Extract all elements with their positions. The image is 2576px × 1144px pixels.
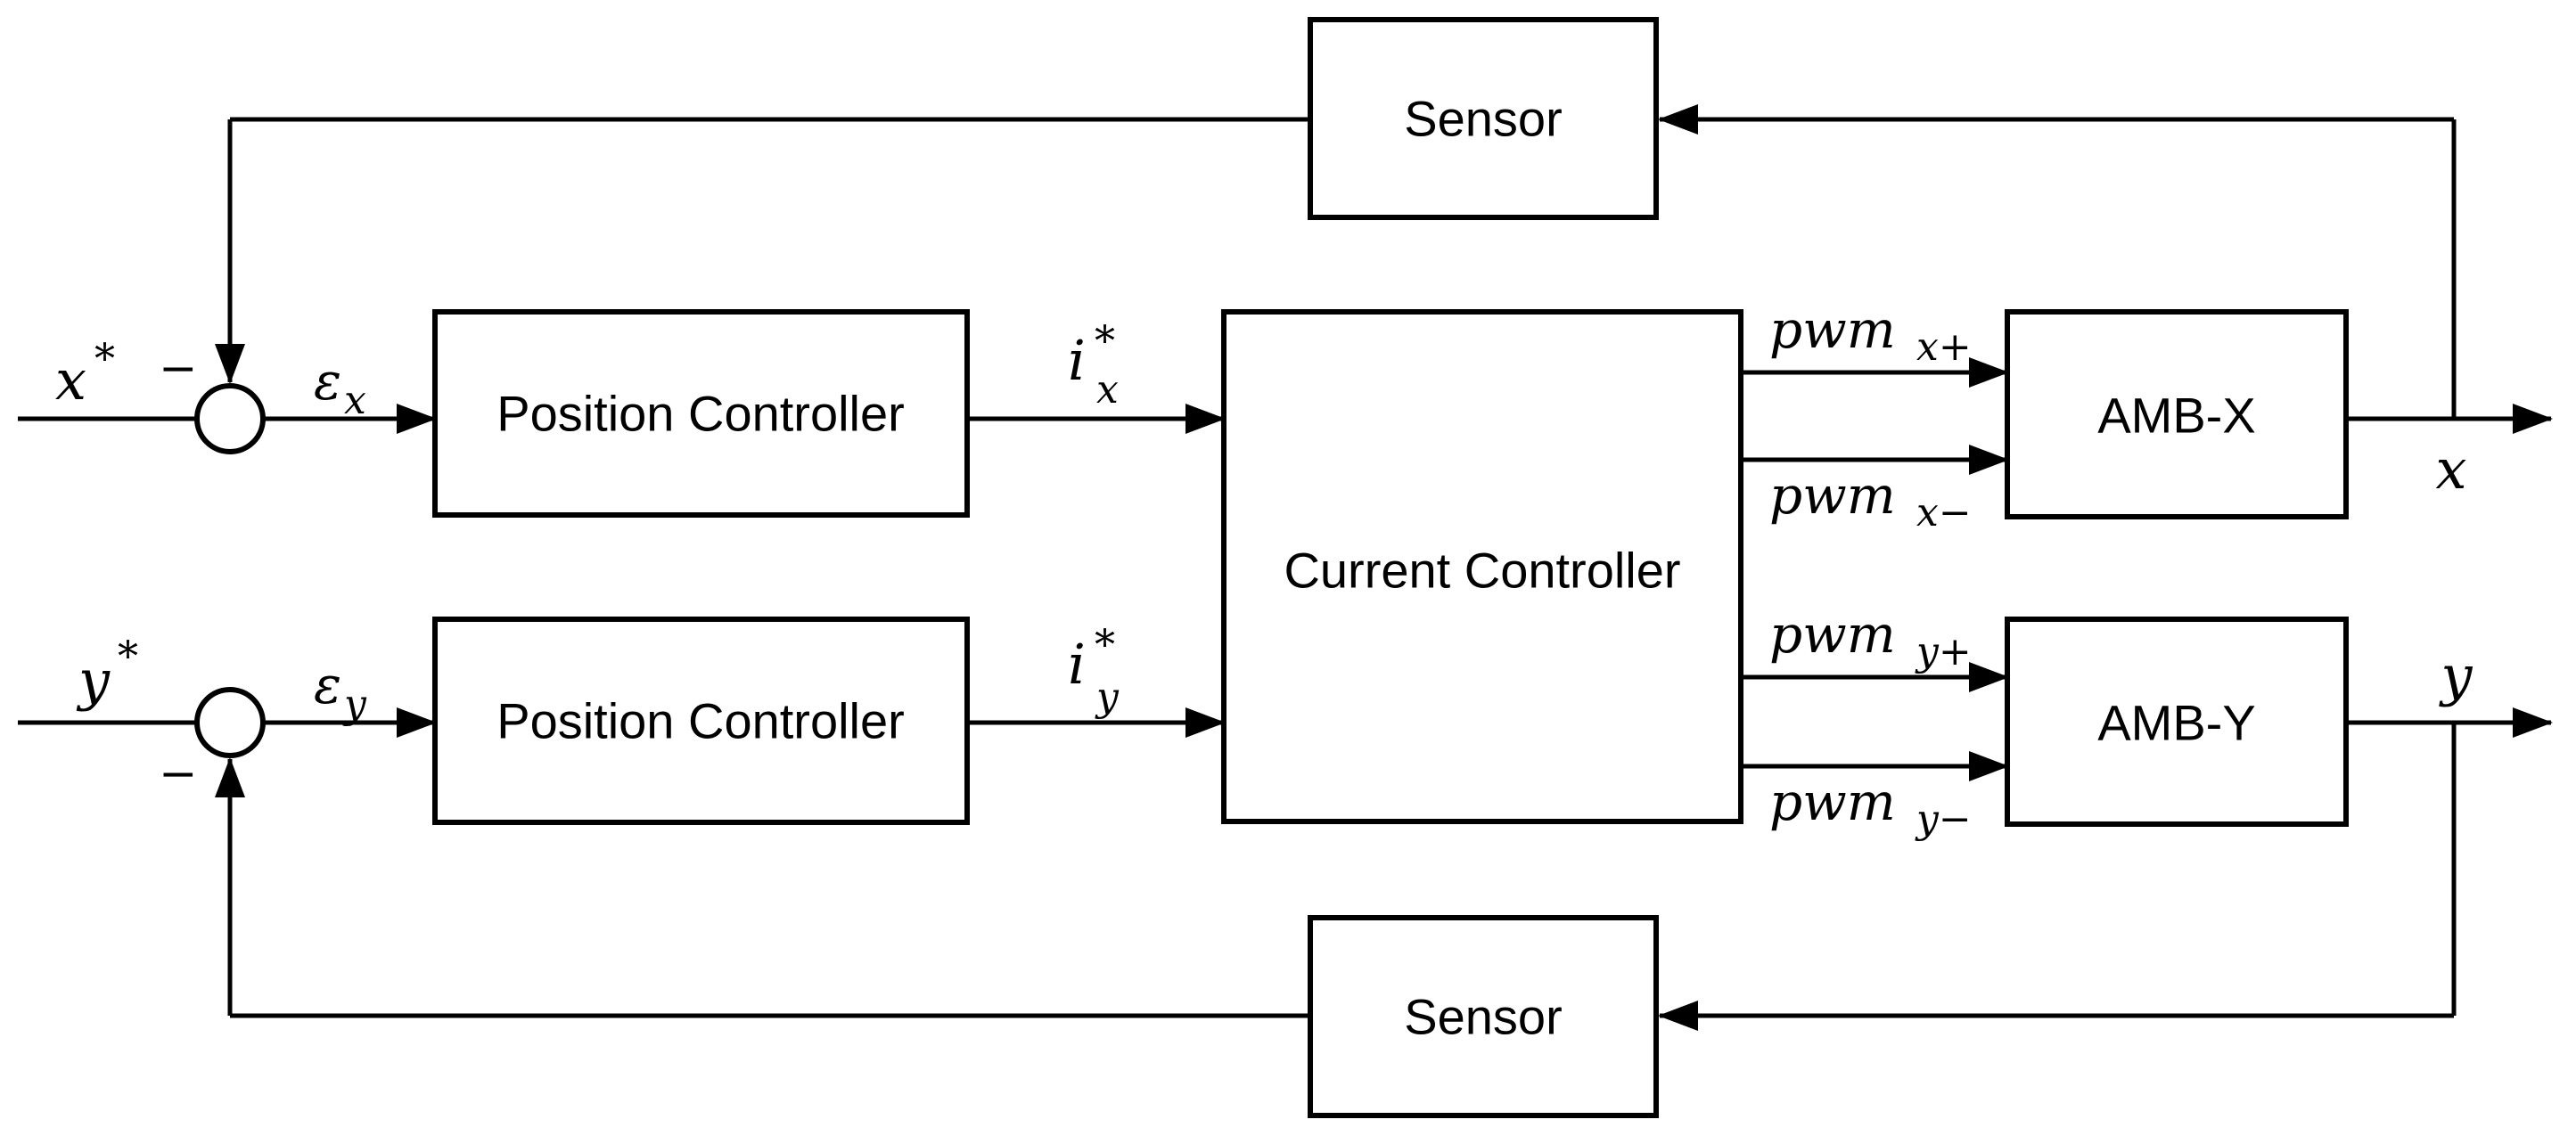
- amb-y-box: [2005, 617, 2349, 827]
- y-setpoint-star: *: [118, 632, 138, 680]
- amb-y-block: AMB-Y: [2005, 617, 2349, 827]
- y-error-label: ε y: [314, 655, 367, 727]
- amb-x-box: [2005, 309, 2349, 519]
- y-error-sub: y: [342, 682, 367, 727]
- x-setpoint-label: x *: [55, 334, 115, 413]
- amb-x-label: AMB-X: [2097, 388, 2255, 444]
- current-controller-box: [1221, 309, 1743, 824]
- pwm-y-minus-label: pwm y−: [1769, 772, 1972, 842]
- x-current-ref-base: i: [1068, 328, 1086, 393]
- amb-y-label: AMB-Y: [2097, 695, 2255, 751]
- y-current-ref-star: *: [1095, 620, 1115, 668]
- position-controller-y-block: Position Controller: [432, 617, 970, 825]
- y-setpoint-label: y *: [76, 632, 138, 713]
- sensor-bottom-label: Sensor: [1404, 989, 1562, 1045]
- y-current-ref-base: i: [1068, 632, 1086, 697]
- pwm-y-plus-sub: y+: [1915, 629, 1972, 674]
- y-output-label: y: [2438, 643, 2473, 708]
- x-error-base: ε: [314, 351, 341, 412]
- pwm-y-plus-label: pwm y+: [1769, 604, 1972, 674]
- sensor-top-block: Sensor: [1308, 17, 1659, 220]
- pwm-x-plus-label: pwm x+: [1769, 299, 1972, 370]
- x-error-sub: x: [344, 378, 366, 423]
- position-controller-x-box: [432, 309, 970, 518]
- y-setpoint-base: y: [76, 648, 111, 713]
- current-controller-block: Current Controller: [1221, 309, 1743, 824]
- x-current-ref-sub: x: [1096, 367, 1119, 413]
- x-error-label: ε x: [314, 351, 366, 423]
- x-minus-sign: −: [159, 342, 198, 396]
- x-setpoint-base: x: [55, 347, 86, 413]
- position-controller-x-block: Position Controller: [432, 309, 970, 518]
- pwm-y-plus-base: pwm: [1769, 604, 1896, 665]
- x-setpoint-star: *: [94, 334, 115, 382]
- y-summing-junction: [194, 687, 266, 758]
- y-minus-sign: −: [159, 748, 198, 801]
- position-controller-y-label: Position Controller: [496, 693, 905, 749]
- pwm-y-minus-sub: y−: [1915, 797, 1972, 842]
- current-controller-label: Current Controller: [1284, 543, 1680, 599]
- sensor-top-box: [1308, 17, 1659, 220]
- y-current-ref-sub: y: [1095, 674, 1120, 720]
- sensor-bottom-box: [1308, 915, 1659, 1118]
- amb-x-block: AMB-X: [2005, 309, 2349, 519]
- x-summing-junction: [194, 383, 266, 454]
- y-current-ref-label: i * y: [1068, 620, 1120, 720]
- sensor-bottom-block: Sensor: [1308, 915, 1659, 1118]
- pwm-x-plus-sub: x+: [1916, 324, 1972, 370]
- y-error-base: ε: [314, 655, 341, 715]
- pwm-x-minus-base: pwm: [1769, 465, 1896, 526]
- position-controller-y-box: [432, 617, 970, 825]
- pwm-x-minus-sub: x−: [1916, 490, 1972, 535]
- position-controller-x-label: Position Controller: [496, 386, 905, 442]
- x-output-label: x: [2436, 437, 2467, 502]
- pwm-x-plus-base: pwm: [1769, 299, 1896, 360]
- pwm-y-minus-base: pwm: [1769, 772, 1896, 832]
- sensor-top-label: Sensor: [1404, 91, 1562, 147]
- x-current-ref-label: i * x: [1068, 316, 1119, 413]
- pwm-x-minus-label: pwm x−: [1769, 465, 1972, 535]
- x-current-ref-star: *: [1095, 316, 1115, 364]
